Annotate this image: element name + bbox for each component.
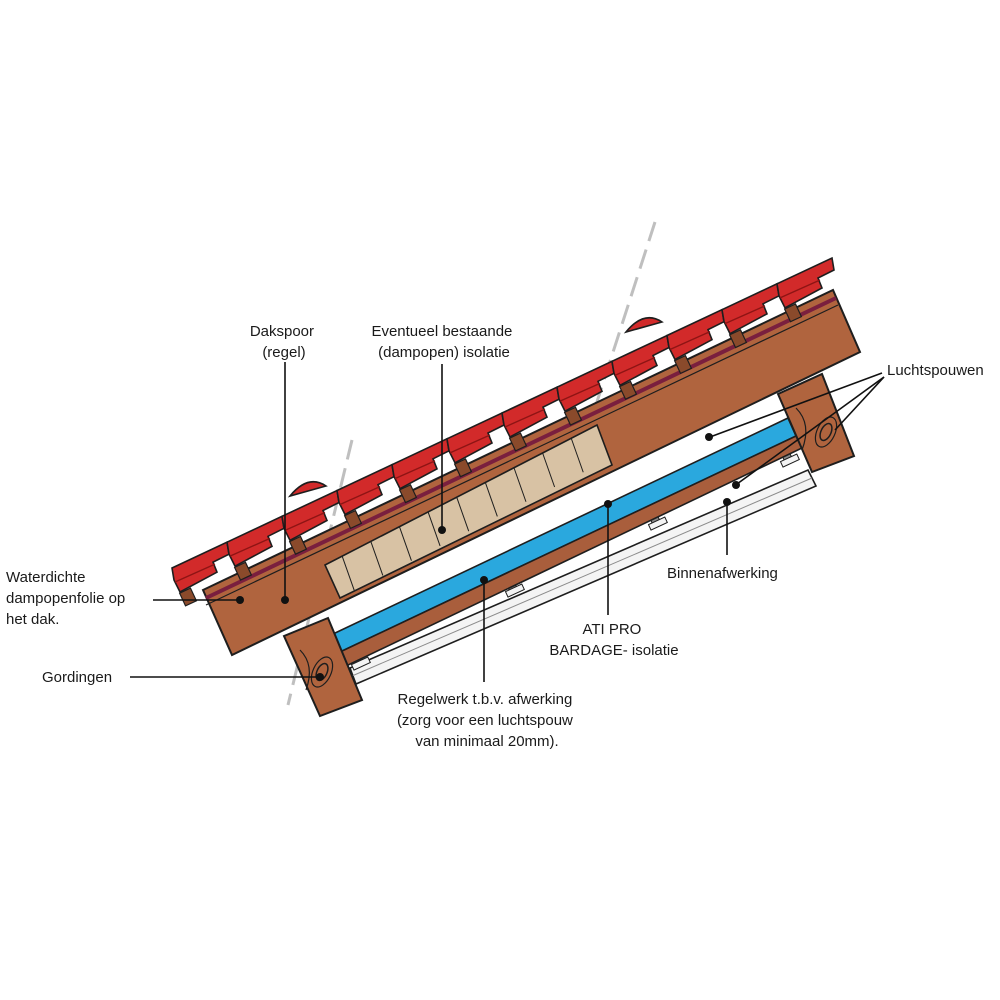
label-luchtspouwen: Luchtspouwen bbox=[887, 362, 984, 379]
existing-insulation bbox=[323, 423, 614, 600]
insulation-hatch-line bbox=[484, 482, 498, 517]
insulation-hatch-line bbox=[542, 452, 556, 488]
roof-tile bbox=[611, 334, 670, 401]
membrane-edge bbox=[205, 304, 839, 606]
leader-lines bbox=[130, 362, 885, 682]
roof-tile bbox=[776, 256, 835, 323]
leader-dot-regelwerk bbox=[480, 576, 488, 584]
leader-luchtspouwen-2 bbox=[834, 376, 885, 431]
leader-dot-binnenafwerking bbox=[723, 498, 731, 506]
leader-dot-waterdichte bbox=[236, 596, 244, 604]
tile-bump bbox=[287, 480, 328, 498]
insulation-hatch-line bbox=[427, 511, 441, 547]
label-regelwerk: Regelwerk t.b.v. afwerking (zorg voor ee… bbox=[397, 691, 577, 750]
leader-dot-gordingen bbox=[316, 673, 324, 681]
label-gordingen: Gordingen bbox=[42, 669, 112, 686]
roof-tile bbox=[171, 540, 230, 607]
leader-dot-eventueel bbox=[438, 526, 446, 534]
leader-luchtspouwen-1 bbox=[709, 372, 883, 438]
leader-dot-luchtspouwen-2 bbox=[732, 481, 740, 489]
insulation-hatch-line bbox=[370, 541, 384, 576]
label-ati-pro-bardage-isolatie: ATI PRO BARDAGE- isolatie bbox=[549, 621, 678, 659]
insulation-hatch-line bbox=[570, 438, 584, 473]
insulation-hatch-line bbox=[398, 526, 412, 561]
insulation-hatch-line bbox=[513, 467, 527, 502]
purlin-left bbox=[282, 616, 364, 718]
leader-dot-dakspoor bbox=[281, 596, 289, 604]
interior-finishing-edge bbox=[351, 477, 813, 677]
insulation-hatch-line bbox=[341, 555, 355, 591]
label-dakspoor: Dakspoor (regel) bbox=[250, 323, 318, 361]
leader-dot-ati-pro bbox=[604, 500, 612, 508]
purlin-right bbox=[776, 372, 856, 474]
label-binnenafwerking: Binnenafwerking bbox=[667, 565, 778, 582]
roof-tiles bbox=[171, 256, 835, 607]
roof-tile bbox=[446, 411, 505, 478]
existing-insulation-hatch bbox=[341, 438, 584, 591]
label-eventueel-bestaande-isolatie: Eventueel bestaande (dampopen) isolatie bbox=[371, 323, 516, 361]
label-waterdichte-dampopenfolie: Waterdichte dampopenfolie op het dak. bbox=[6, 569, 129, 628]
leader-luchtspouwen-3 bbox=[736, 376, 885, 485]
insulation-hatch-line bbox=[456, 497, 470, 532]
tile-bump bbox=[623, 316, 664, 334]
leader-dot-luchtspouwen-1 bbox=[705, 433, 713, 441]
